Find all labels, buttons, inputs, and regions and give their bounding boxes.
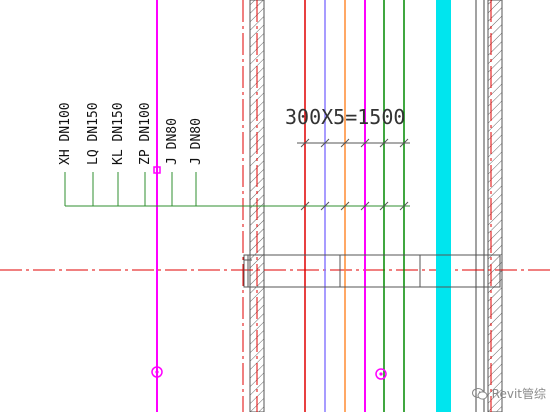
pipe-label-xh: XH DN100 bbox=[58, 102, 73, 165]
pipe-marker-square bbox=[153, 166, 161, 174]
dimension-line bbox=[297, 138, 410, 148]
watermark-text: Revit管综 bbox=[491, 387, 546, 401]
pipe-fitting-left bbox=[151, 366, 163, 378]
pipe-label-lq: LQ DN150 bbox=[86, 102, 101, 165]
pipe-label-kl: KL DN150 bbox=[111, 102, 126, 165]
right-wall bbox=[475, 0, 503, 412]
pipe-label-j2: J DN80 bbox=[189, 118, 204, 165]
dimension-text: 300X5=1500 bbox=[285, 105, 405, 129]
pipe-label-j1: J DN80 bbox=[165, 118, 180, 165]
wall-sleeve bbox=[243, 254, 501, 288]
pipe-label-zp: ZP DN100 bbox=[138, 102, 153, 165]
pipe-fitting-right bbox=[375, 368, 387, 380]
wechat-icon bbox=[471, 387, 488, 400]
watermark: Revit管综 bbox=[471, 385, 546, 402]
label-leaders bbox=[64, 172, 197, 206]
pipe-cyan bbox=[436, 0, 451, 412]
leader-ticks bbox=[300, 201, 409, 211]
